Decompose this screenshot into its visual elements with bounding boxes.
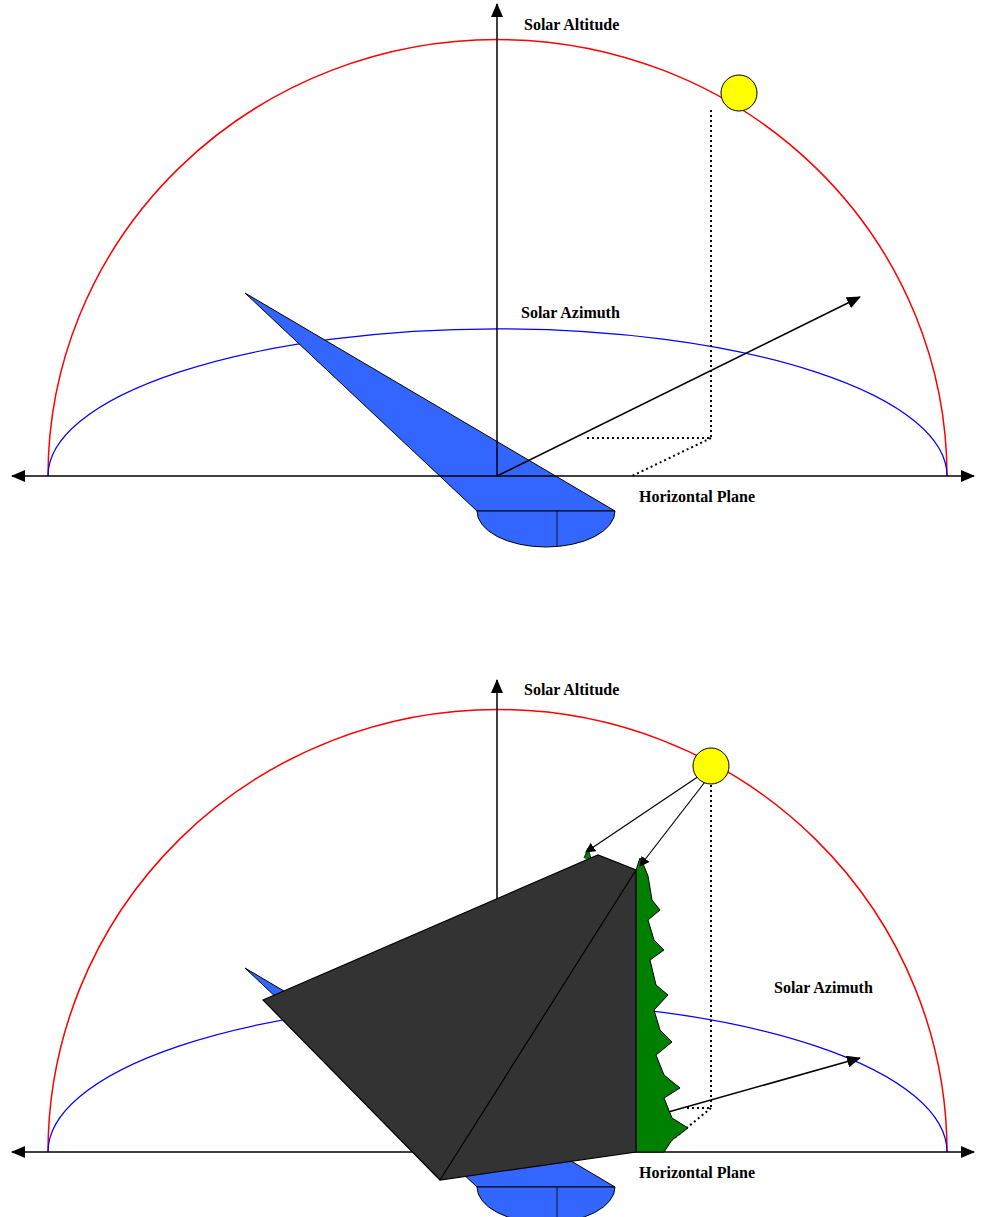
tree xyxy=(636,858,688,1152)
axis-label: Horizontal Plane xyxy=(637,1164,757,1182)
axis-label: Solar Altitude xyxy=(522,681,621,699)
sun-ray xyxy=(586,774,702,852)
axis-label: Solar Azimuth xyxy=(519,304,622,322)
sun-ray xyxy=(640,778,708,866)
horizontal-axis xyxy=(12,475,974,477)
azimuth-arrow xyxy=(497,297,860,476)
axis-label: Solar Altitude xyxy=(522,16,621,34)
bottom-panel xyxy=(12,680,974,1217)
sundial-wedge xyxy=(245,293,615,547)
projection-lines xyxy=(585,110,711,476)
sun xyxy=(721,75,757,111)
sun xyxy=(693,748,729,784)
altitude-axis xyxy=(496,4,498,476)
axis-label: Horizontal Plane xyxy=(637,488,757,506)
top-panel xyxy=(12,4,974,547)
building xyxy=(263,855,636,1180)
axis-label: Solar Azimuth xyxy=(772,979,875,997)
